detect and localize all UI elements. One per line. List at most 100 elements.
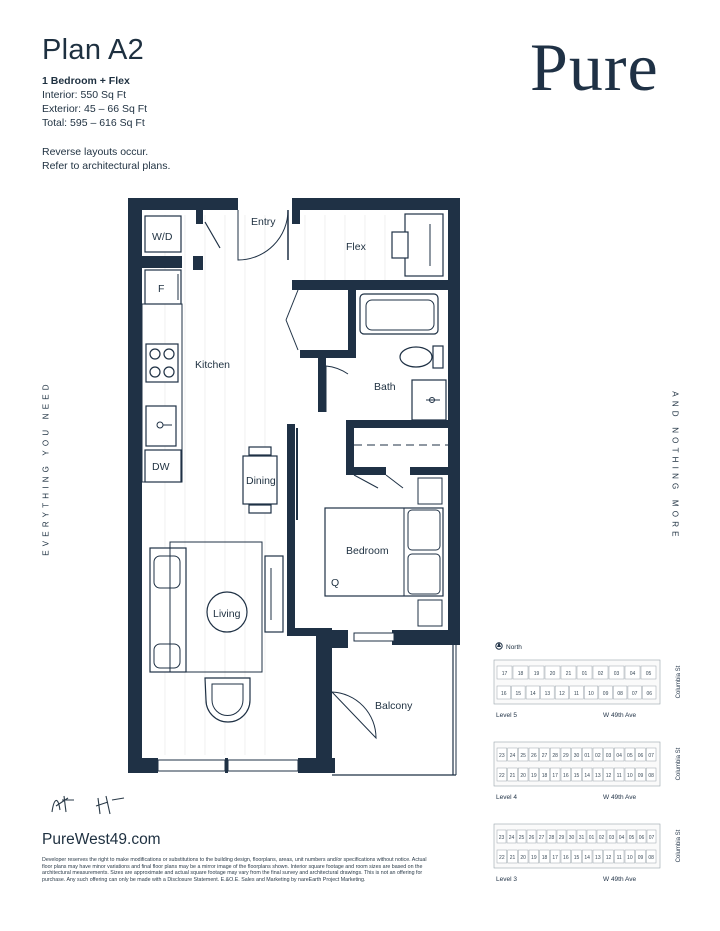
unit-cell: 18 <box>512 665 529 680</box>
unit-cell: 14 <box>582 767 593 782</box>
room-label-kitchen: Kitchen <box>195 359 230 371</box>
unit-cell: 05 <box>640 665 657 680</box>
unit-number: 19 <box>534 671 540 677</box>
unit-number: 01 <box>582 671 588 677</box>
unit-number: 17 <box>502 671 508 677</box>
unit-cell: 16 <box>496 685 511 700</box>
tv-console <box>264 555 284 633</box>
unit-cell: 29 <box>560 747 571 762</box>
unit-cell: 28 <box>550 747 561 762</box>
unit-number: 28 <box>549 835 555 841</box>
unit-number: 07 <box>648 753 654 759</box>
unit-cell: 01 <box>576 665 593 680</box>
unit-cell: 19 <box>528 849 539 864</box>
room-label-living: Living <box>213 608 241 620</box>
unit-number: 30 <box>574 753 580 759</box>
unit-cell: 09 <box>598 685 613 700</box>
architectural-plans-note: Refer to architectural plans. <box>42 160 171 172</box>
toilet <box>399 345 444 369</box>
room-label-dw: DW <box>152 461 170 473</box>
unit-number: 13 <box>545 691 551 697</box>
plan-notes: Reverse layouts occur. Refer to architec… <box>42 145 170 173</box>
plan-title: Plan A2 <box>42 34 145 66</box>
unit-cell: 11 <box>569 685 584 700</box>
unit-cell: 25 <box>516 829 527 844</box>
flex-desk <box>404 213 444 277</box>
unit-cell: 03 <box>608 665 625 680</box>
plan-specs: 1 Bedroom + Flex Interior: 550 Sq Ft Ext… <box>42 74 147 130</box>
exterior-area: Exterior: 45 – 66 Sq Ft <box>42 103 148 115</box>
unit-number: 13 <box>595 773 601 779</box>
unit-cell: 13 <box>592 767 603 782</box>
unit-number: 01 <box>589 835 595 841</box>
room-label-balcony: Balcony <box>375 700 413 712</box>
unit-number: 21 <box>510 773 516 779</box>
unit-cell: 29 <box>556 829 567 844</box>
unit-number: 13 <box>595 855 601 861</box>
unit-number: 25 <box>519 835 525 841</box>
unit-cell: 21 <box>507 767 518 782</box>
unit-number: 19 <box>531 855 537 861</box>
unit-number: 14 <box>584 773 590 779</box>
unit-cell: 21 <box>560 665 577 680</box>
unit-number: 26 <box>529 835 535 841</box>
unit-number: 03 <box>614 671 620 677</box>
unit-cell: 17 <box>550 767 561 782</box>
unit-cell: 16 <box>560 767 571 782</box>
bed-size-label: Q <box>331 577 339 589</box>
unit-cell: 05 <box>626 829 637 844</box>
nightstand <box>417 477 443 505</box>
unit-cell: 10 <box>584 685 599 700</box>
unit-number: 14 <box>530 691 536 697</box>
unit-number: 07 <box>649 835 655 841</box>
kitchen-sink <box>145 405 177 447</box>
north-indicator: North <box>495 642 522 651</box>
unit-cell: 04 <box>624 665 641 680</box>
unit-cell: 22 <box>496 849 507 864</box>
room-label-bath: Bath <box>374 381 396 393</box>
unit-number: 06 <box>639 835 645 841</box>
unit-number: 05 <box>627 753 633 759</box>
website-link[interactable]: PureWest49.com <box>42 831 161 848</box>
unit-cell: 20 <box>544 665 561 680</box>
unit-cell: 06 <box>636 829 647 844</box>
disclaimer-text: Developer reserves the right to make mod… <box>42 857 427 883</box>
unit-cell: 24 <box>507 747 518 762</box>
dishwasher <box>144 449 182 483</box>
unit-number: 18 <box>542 855 548 861</box>
unit-cell: 01 <box>586 829 597 844</box>
unit-number: 06 <box>638 753 644 759</box>
street-name-east: Columbia St <box>676 747 682 780</box>
unit-number: 22 <box>499 855 505 861</box>
unit-number: 11 <box>617 773 622 779</box>
unit-number: 16 <box>501 691 507 697</box>
level-name: Level 4 <box>496 794 517 801</box>
unit-number: 11 <box>617 855 622 861</box>
unit-cell: 12 <box>554 685 569 700</box>
queen-bed <box>324 507 444 597</box>
unit-number: 02 <box>599 835 605 841</box>
unit-number: 03 <box>606 753 612 759</box>
bath-sink <box>411 379 447 421</box>
street-name: W 49th Ave <box>603 794 637 801</box>
unit-cell: 30 <box>571 747 582 762</box>
unit-number: 09 <box>638 773 644 779</box>
unit-number: 21 <box>566 671 572 677</box>
unit-cell: 14 <box>582 849 593 864</box>
room-label-wd: W/D <box>152 231 173 243</box>
window <box>227 759 299 772</box>
unit-number: 18 <box>542 773 548 779</box>
nightstand <box>417 599 443 627</box>
unit-cell: 04 <box>616 829 627 844</box>
level-name: Level 5 <box>496 712 517 719</box>
rug <box>169 541 263 673</box>
unit-number: 27 <box>539 835 545 841</box>
interior-area: Interior: 550 Sq Ft <box>42 89 127 101</box>
unit-number: 05 <box>629 835 635 841</box>
unit-cell: 08 <box>613 685 628 700</box>
unit-cell: 25 <box>518 747 529 762</box>
unit-number: 15 <box>516 691 522 697</box>
unit-cell: 04 <box>614 747 625 762</box>
unit-cell: 10 <box>624 767 635 782</box>
